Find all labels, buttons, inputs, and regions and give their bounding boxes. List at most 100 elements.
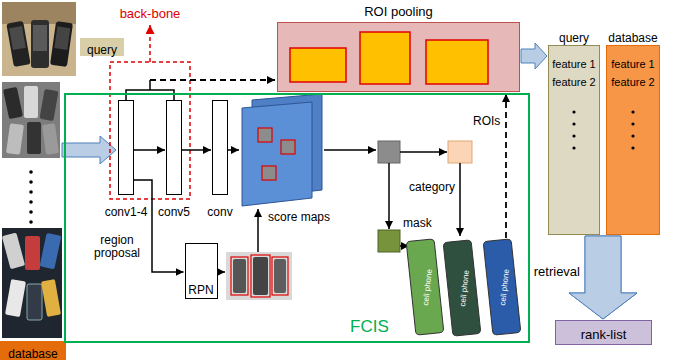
label-holder: cell phone (414, 268, 436, 306)
backbone-pointer (149, 25, 151, 62)
edge-label: retrieval (534, 265, 580, 280)
score-map-sheets (242, 94, 322, 206)
text-holder: query (559, 28, 589, 46)
box-text: database (608, 32, 657, 46)
text-holder: feature 2 (552, 72, 595, 90)
query-feature-column: queryfeature 1feature 2 (548, 45, 600, 235)
flow-arrow (182, 149, 211, 151)
mask-label: mask (403, 217, 432, 231)
phone-picture (2, 233, 25, 270)
box-text: RPN (188, 284, 213, 298)
cell-phone-text: cell phone (421, 269, 434, 306)
label-holder: region proposal (88, 234, 146, 260)
region-proposal-label: region proposal (88, 234, 146, 260)
roi-region (426, 40, 488, 84)
phone-picture (40, 233, 62, 269)
label-holder: cell phone (451, 269, 473, 307)
label-holder: category (409, 177, 455, 195)
phone-picture (24, 86, 38, 118)
query-photo (2, 2, 76, 76)
box-text: feature 2 (611, 76, 654, 89)
roi-pooling-box: ROI pooling (277, 22, 520, 92)
query-tag: query (80, 38, 124, 56)
mask-flow (388, 163, 390, 229)
box-text: feature 1 (611, 58, 654, 71)
phone-picture (40, 89, 59, 121)
input-arrow (62, 136, 116, 164)
mask-phone (406, 239, 444, 335)
box-text: conv1-4 (105, 206, 148, 220)
roi-region (360, 32, 410, 84)
text-holder: ROI pooling (364, 2, 433, 20)
conv-layer: conv1-4 (118, 100, 134, 195)
backbone-label: back-bone (120, 7, 181, 22)
phone-picture (50, 21, 73, 67)
category-score-square (448, 141, 472, 163)
phone-picture (27, 284, 42, 320)
proposal-flow (257, 209, 259, 252)
text-holder: feature 2 (611, 72, 654, 90)
category-label: category (409, 181, 455, 195)
score-maps: score maps (240, 95, 330, 222)
category-flow (459, 163, 461, 236)
phone-picture (5, 279, 26, 317)
box-text: conv5 (158, 206, 190, 220)
box-text: database (8, 348, 57, 360)
ellipsis-dots (572, 110, 634, 149)
phone-picture (31, 20, 49, 68)
mask-square (378, 230, 400, 252)
roi-flow (324, 149, 376, 151)
text-holder: FCIS (350, 317, 389, 337)
label-holder: retrieval (534, 262, 580, 280)
phone-picture (27, 122, 41, 154)
phone-picture (6, 123, 24, 155)
database-photo (2, 228, 62, 338)
mask-phone (443, 240, 481, 336)
photo-ground (2, 2, 76, 76)
database-tag: database (0, 341, 66, 360)
roi-score-square (378, 141, 400, 163)
rank-list-box: rank-list (555, 320, 652, 345)
box-text: query (559, 32, 589, 46)
text-holder: RPN (188, 280, 213, 298)
rois-label: ROIs (473, 115, 500, 129)
column-fill (606, 45, 660, 235)
text-holder: score maps (268, 207, 330, 225)
photo-ground (2, 228, 62, 338)
roi-flow (400, 151, 447, 153)
box-text: conv (207, 206, 232, 220)
database-photo (2, 82, 60, 158)
text-holder: conv5 (158, 202, 190, 220)
column-fill (548, 45, 600, 235)
phone-picture (6, 21, 30, 67)
box-text: ROI pooling (364, 5, 433, 20)
label-holder: ROIs (473, 111, 500, 129)
mask-phone (483, 239, 521, 335)
rois-flow (505, 94, 507, 238)
label-holder: cell phone (491, 268, 513, 306)
feature-tap (126, 80, 174, 100)
rpn-box: RPN (185, 243, 218, 299)
box-text: query (87, 44, 117, 58)
feature-map-flow (150, 79, 275, 81)
photo-ground (2, 82, 60, 158)
flow-arrow (228, 149, 239, 151)
roi-pooling-fill (277, 22, 520, 92)
backbone-bracket (110, 62, 190, 199)
database-feature-column: databasefeature 1feature 2 (606, 45, 660, 235)
roi-region (290, 48, 346, 82)
box-text: score maps (268, 211, 330, 225)
phone-picture (25, 236, 40, 270)
text-holder: rank-list (581, 325, 627, 343)
cell-phone-text: cell phone (498, 269, 511, 306)
text-holder: query (87, 40, 117, 58)
box-text: feature 2 (552, 76, 595, 89)
proposal-photo (226, 252, 292, 300)
text-holder: conv (207, 202, 232, 220)
phone-picture (3, 87, 23, 119)
ellipsis-dots (29, 170, 33, 224)
text-holder: conv1-4 (105, 202, 148, 220)
label-holder: back-bone (120, 4, 181, 22)
flow-block-arrow (521, 43, 547, 69)
